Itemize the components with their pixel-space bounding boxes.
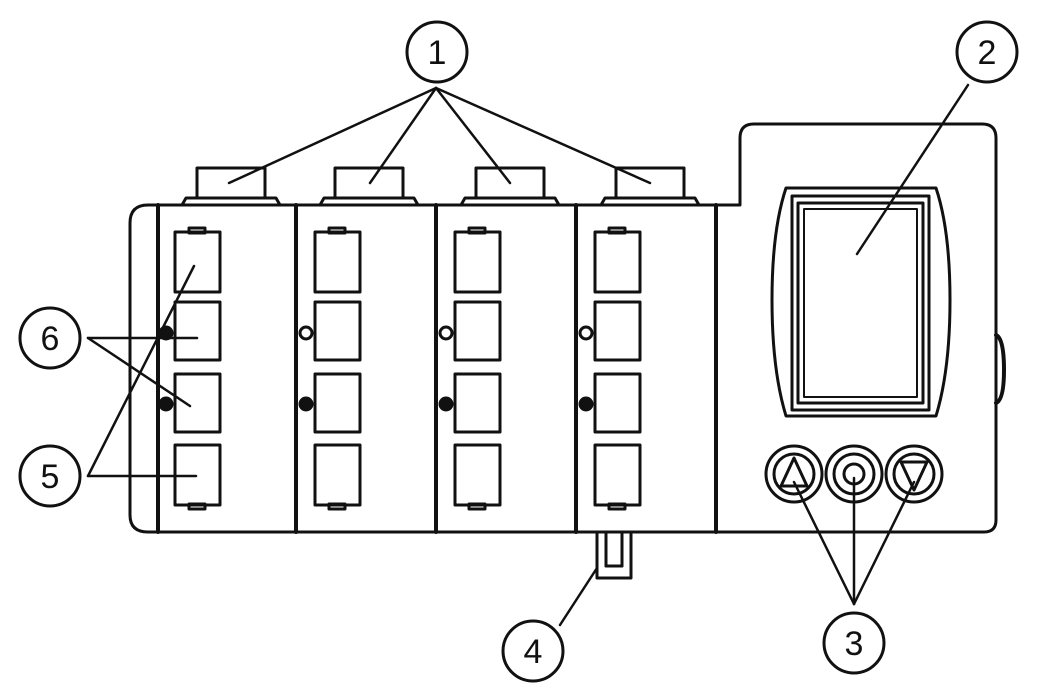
module-slots [438,226,502,511]
status-led [438,396,454,412]
svg-text:6: 6 [41,320,60,358]
svg-text:5: 5 [41,458,60,496]
module-slots [158,226,222,511]
status-led [298,325,314,341]
leader-lines [86,83,970,627]
up-button[interactable] [764,444,824,504]
callout-2: 2 [955,20,1019,84]
status-led [578,325,594,341]
io-module-block [128,203,718,534]
display-screen [770,186,952,418]
top-connector [459,166,561,207]
top-connector [180,166,282,207]
top-connector [318,166,420,207]
display-unit [714,122,1006,534]
callout-5: 5 [18,444,82,508]
svg-text:4: 4 [524,633,543,671]
callout-6: 6 [18,306,82,370]
status-led [578,396,594,412]
callout-1: 1 [405,20,469,84]
down-button[interactable] [884,444,944,504]
callout-4: 4 [501,619,565,683]
bottom-clip [595,530,633,580]
module-slots [578,226,642,511]
svg-text:1: 1 [428,34,447,72]
status-led [438,325,454,341]
status-led [298,396,314,412]
module-slots [298,226,362,511]
svg-text:3: 3 [845,625,864,663]
callout-3: 3 [822,611,886,675]
svg-text:2: 2 [978,34,997,72]
status-led [158,396,174,412]
top-connector [599,166,701,207]
